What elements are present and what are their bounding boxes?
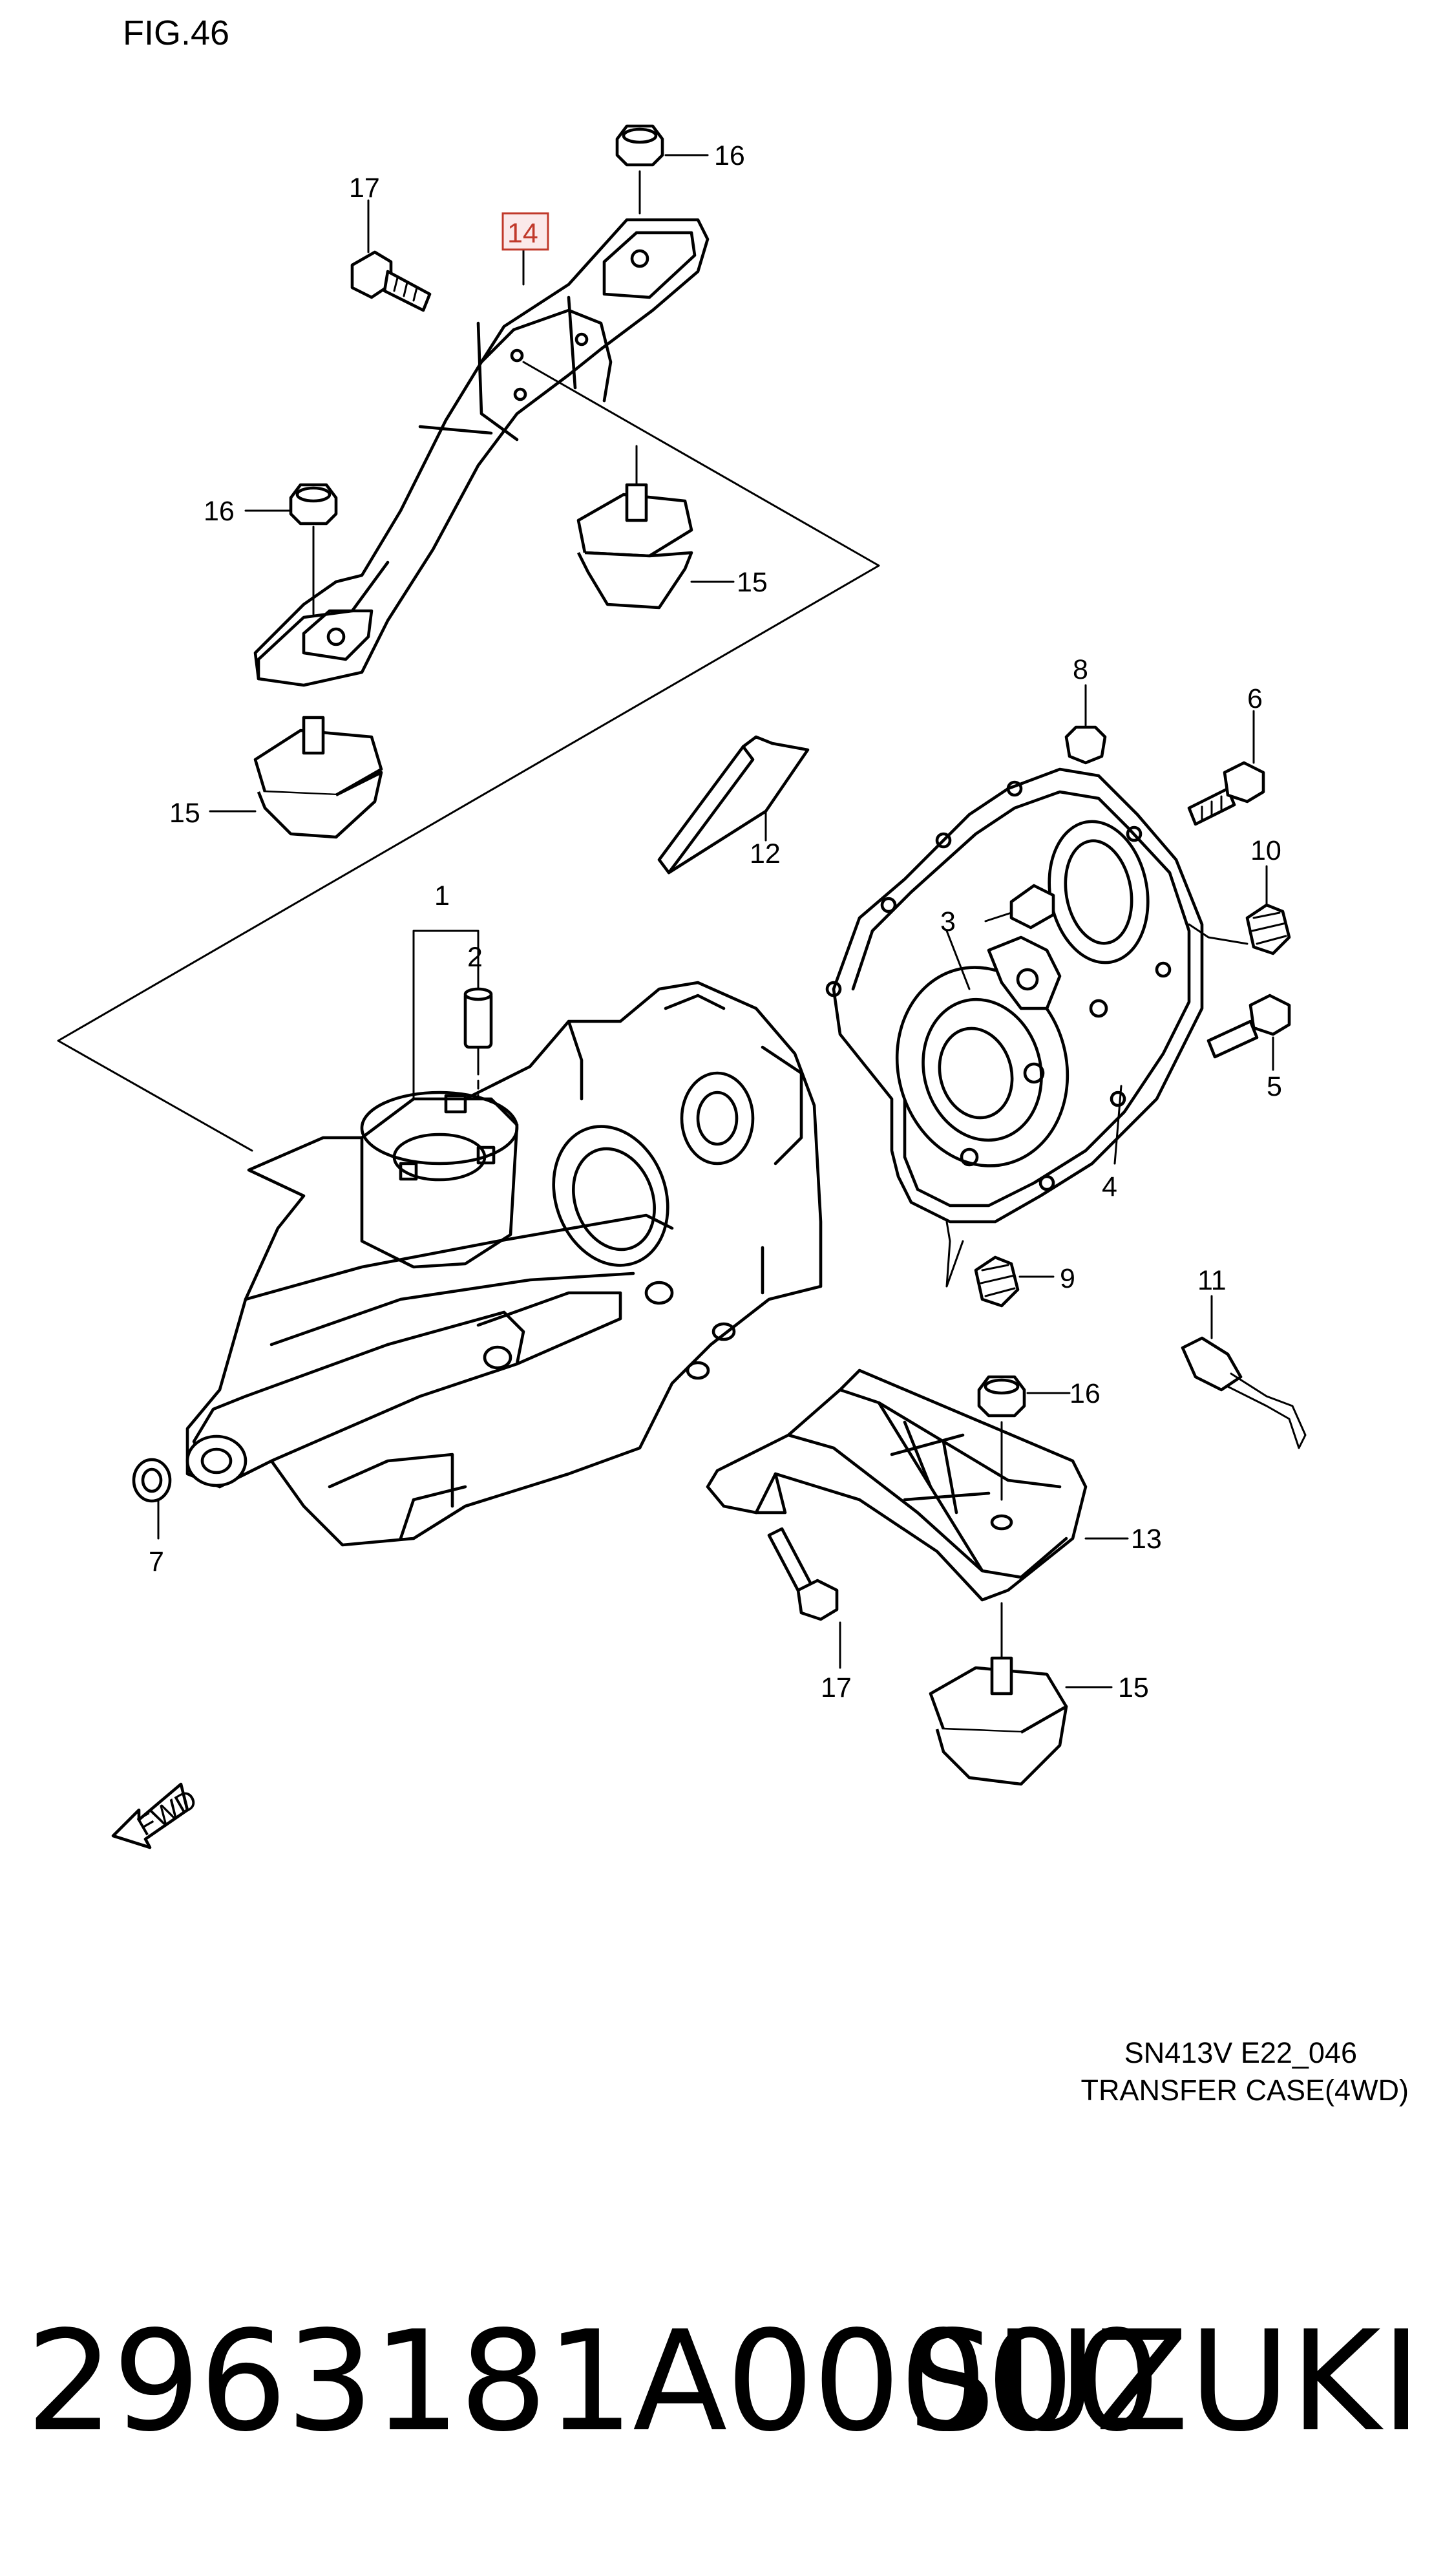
- callout-10: 10: [1250, 835, 1281, 866]
- callout-6: 6: [1247, 683, 1263, 714]
- callout-14: 14: [507, 218, 538, 249]
- rubber-mount-15-left: [209, 716, 383, 839]
- callout-3: 3: [940, 906, 956, 937]
- fwd-arrow-icon: FWD: [111, 1782, 202, 1849]
- fwd-label: FWD: [132, 1783, 202, 1842]
- callout-4: 4: [1102, 1171, 1117, 1202]
- breather-10: [1188, 865, 1291, 955]
- callout-17: 17: [821, 1672, 852, 1703]
- divider: [0, 2145, 1454, 2147]
- callout-2: 2: [467, 942, 483, 973]
- callout-15: 15: [737, 567, 768, 598]
- switch-11: [1181, 1295, 1307, 1449]
- bolt-5: [1206, 994, 1291, 1071]
- brand-name: SUZUKI: [907, 2301, 1422, 2462]
- callout-17: 17: [349, 173, 380, 204]
- callout-15: 15: [1118, 1672, 1149, 1703]
- callout-16: 16: [204, 496, 235, 527]
- rubber-mount-15-upper-right: [576, 445, 735, 610]
- callout-1: 1: [434, 880, 450, 911]
- callout-14-box: [501, 212, 549, 251]
- nut-16-left: [244, 483, 338, 615]
- callout-9: 9: [1060, 1263, 1075, 1294]
- nut-16-lower: [977, 1375, 1071, 1418]
- bolt-17-top: [350, 199, 432, 312]
- callout-15: 15: [169, 798, 200, 829]
- part-number: 2963181A00000: [26, 2301, 1161, 2462]
- rubber-mount-15-lower: [929, 1602, 1113, 1786]
- mounting-bracket-14: [253, 218, 710, 687]
- section-title: TRANSFER CASE(4WD): [1080, 2074, 1409, 2107]
- transfer-cover-4: [825, 767, 1204, 1288]
- callout-labels: 16 17 14 16 15 15 12 8 6 10 3 1 2 5 4 9 …: [149, 140, 1282, 1703]
- callout-16: 16: [714, 140, 745, 171]
- mounting-bracket-13: [706, 1368, 1129, 1602]
- assembly-guide-line: [57, 361, 880, 1152]
- callout-16: 16: [1069, 1378, 1101, 1409]
- dowel-pin-3: [984, 884, 1055, 930]
- plug-2: [463, 972, 493, 1100]
- callout-11: 11: [1197, 1265, 1227, 1296]
- bolt-6: [1187, 710, 1265, 826]
- transfer-case-1: [185, 930, 823, 1547]
- guide-rail-12: [657, 735, 810, 875]
- callout-13: 13: [1131, 1524, 1162, 1555]
- oil-seal-7: [132, 1458, 172, 1540]
- plug-8: [1064, 684, 1107, 765]
- nut-16-top: [615, 124, 709, 167]
- callout-8: 8: [1073, 654, 1088, 685]
- breather-9: [974, 1255, 1055, 1308]
- bolt-17-lower: [767, 1527, 841, 1669]
- model-code: SN413V E22_046: [1124, 2036, 1357, 2069]
- callout-12: 12: [750, 838, 781, 869]
- callout-7: 7: [149, 1546, 164, 1577]
- figure-label: FIG.46: [123, 14, 230, 52]
- callout-5: 5: [1267, 1071, 1282, 1102]
